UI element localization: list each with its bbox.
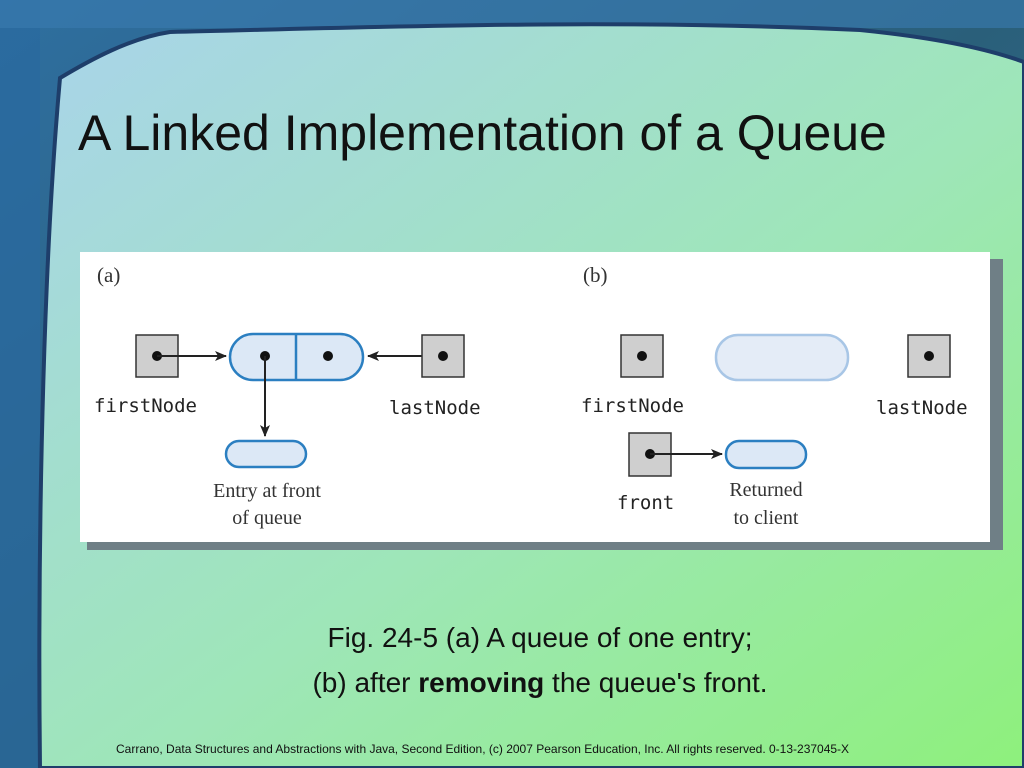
- queue-node-a: [228, 332, 365, 382]
- caption-line2: (b) after removing the queue's front.: [0, 667, 1024, 699]
- removed-node-b: [714, 333, 850, 382]
- returned-object-b: [724, 439, 808, 470]
- front-label-b: front: [617, 492, 674, 514]
- panel-b-label: (b): [583, 263, 608, 287]
- first-node-label-b: firstNode: [581, 395, 684, 417]
- caption-line2-pre: (b) after: [312, 667, 419, 698]
- last-node-pointer-a: [421, 334, 465, 378]
- returned-label-line1: Returned: [729, 479, 802, 501]
- slide-title: A Linked Implementation of a Queue: [78, 105, 887, 161]
- entry-label-line1: Entry at front: [213, 480, 321, 502]
- entry-label-line2: of queue: [232, 507, 302, 529]
- first-node-label-a: firstNode: [94, 395, 197, 417]
- last-node-label-b: lastNode: [876, 397, 968, 419]
- first-node-pointer-b: [620, 334, 664, 378]
- caption-line2-bold: removing: [418, 667, 545, 698]
- last-node-pointer-b: [907, 334, 951, 378]
- caption-line2-post: the queue's front.: [544, 667, 768, 698]
- panel-a-label: (a): [97, 263, 120, 287]
- copyright-footer: Carrano, Data Structures and Abstraction…: [116, 742, 850, 756]
- caption-line1: Fig. 24-5 (a) A queue of one entry;: [327, 622, 753, 653]
- queue-figure: (a) firstNode lastNode Entry at front of…: [80, 252, 990, 542]
- returned-label-line2: to client: [734, 507, 799, 529]
- entry-object-a: [224, 439, 308, 469]
- last-node-label-a: lastNode: [389, 397, 481, 419]
